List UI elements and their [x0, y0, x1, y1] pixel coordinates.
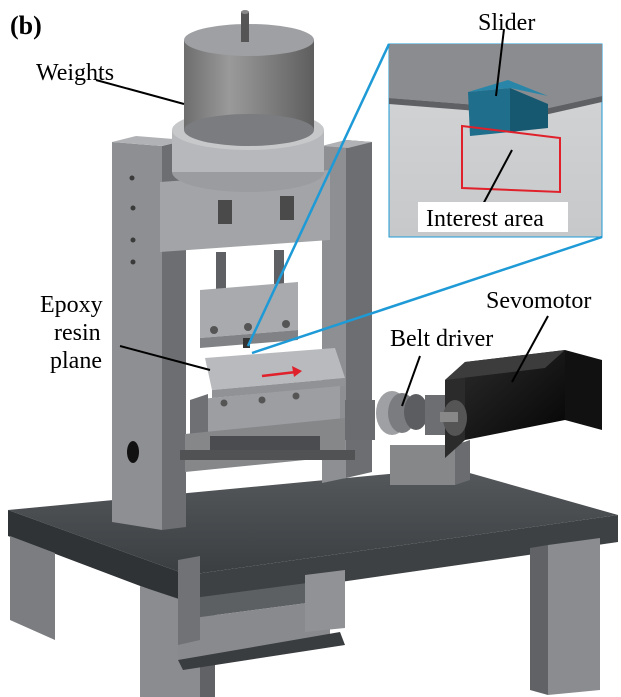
upper-fixture [200, 282, 298, 348]
label-slider: Slider [478, 10, 535, 36]
leader-lines [95, 79, 549, 407]
label-interest-area: Interest area [426, 206, 544, 232]
label-epoxy-line1: Epoxy [40, 292, 103, 318]
zoom-inset [388, 28, 603, 238]
motion-arrow [261, 366, 302, 378]
epoxy-specimen [205, 348, 345, 398]
base-table [8, 468, 618, 697]
lower-fixture [180, 386, 355, 472]
slider-block [468, 80, 548, 136]
label-epoxy-line2: resin [54, 320, 101, 346]
top-crossbar [160, 170, 330, 252]
interest-area-box [461, 124, 561, 194]
label-epoxy-line3: plane [50, 348, 102, 374]
label-weights: Weights [36, 60, 114, 86]
sevomotor [440, 350, 602, 458]
label-sevomotor: Sevomotor [486, 288, 591, 314]
panel-label: (b) [10, 11, 42, 40]
weights [172, 10, 324, 298]
label-belt-driver: Belt driver [390, 326, 493, 352]
callout-lines [246, 43, 603, 355]
